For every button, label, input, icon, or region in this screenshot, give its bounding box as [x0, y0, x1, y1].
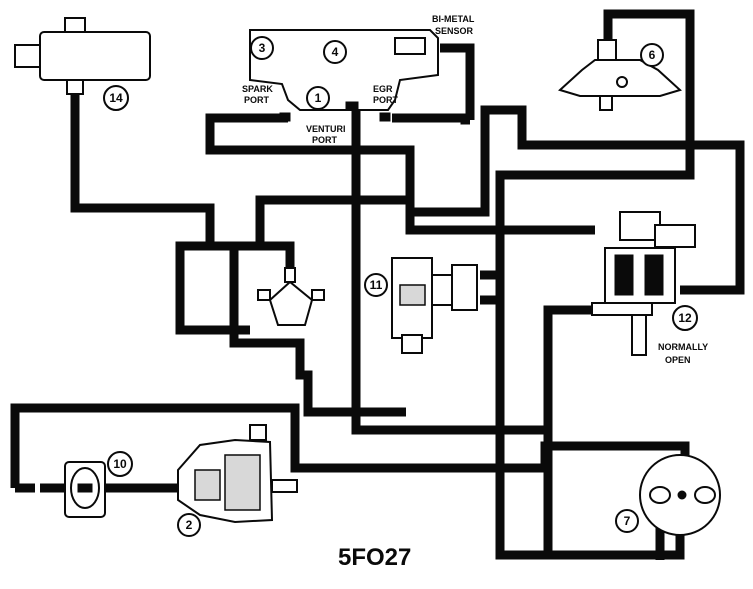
bimetal-sensor-label-1: BI-METAL: [432, 14, 475, 24]
egr-port-label-2: PORT: [373, 95, 399, 105]
venturi-port-label-2: PORT: [312, 135, 338, 145]
hex-valve: [257, 267, 325, 326]
component-7: [639, 454, 721, 536]
svg-text:14: 14: [109, 91, 123, 105]
svg-text:12: 12: [678, 311, 692, 325]
callouts: 1 2 3 4 6 7 10 11: [103, 36, 698, 537]
callout-12: 12: [672, 305, 698, 331]
callout-1: 1: [306, 86, 330, 110]
callout-4: 4: [323, 40, 347, 64]
callout-3: 3: [250, 36, 274, 60]
svg-text:6: 6: [649, 48, 656, 62]
component-2: [177, 424, 298, 524]
callout-11: 11: [364, 273, 388, 297]
svg-text:4: 4: [332, 45, 339, 59]
component-14: [14, 17, 151, 95]
port-labels: BI-METAL SENSOR SPARK PORT EGR PORT VENT…: [242, 14, 708, 365]
spark-port-label-1: SPARK: [242, 84, 273, 94]
svg-text:3: 3: [259, 41, 266, 55]
component-12-solenoid: [591, 211, 696, 356]
component-11: [391, 257, 478, 354]
component-6: [558, 39, 682, 111]
svg-text:2: 2: [186, 518, 193, 532]
normally-open-label-2: OPEN: [665, 355, 691, 365]
callout-14: 14: [103, 85, 129, 111]
carburetor-assembly: [249, 29, 439, 122]
svg-text:10: 10: [113, 457, 127, 471]
callout-6: 6: [640, 43, 664, 67]
normally-open-label-1: NORMALLY: [658, 342, 708, 352]
svg-text:1: 1: [315, 91, 322, 105]
svg-text:11: 11: [370, 278, 383, 292]
callout-10: 10: [107, 451, 133, 477]
venturi-port-label-1: VENTURI: [306, 124, 346, 134]
bimetal-sensor-label-2: SENSOR: [435, 26, 474, 36]
svg-text:7: 7: [624, 514, 631, 528]
callout-2: 2: [177, 513, 201, 537]
component-10: [64, 461, 106, 518]
figure-code: 5FO27: [338, 544, 411, 571]
vacuum-hoses: [10, 9, 745, 560]
callout-7: 7: [615, 509, 639, 533]
spark-port-label-2: PORT: [244, 95, 270, 105]
egr-port-label-1: EGR: [373, 84, 393, 94]
